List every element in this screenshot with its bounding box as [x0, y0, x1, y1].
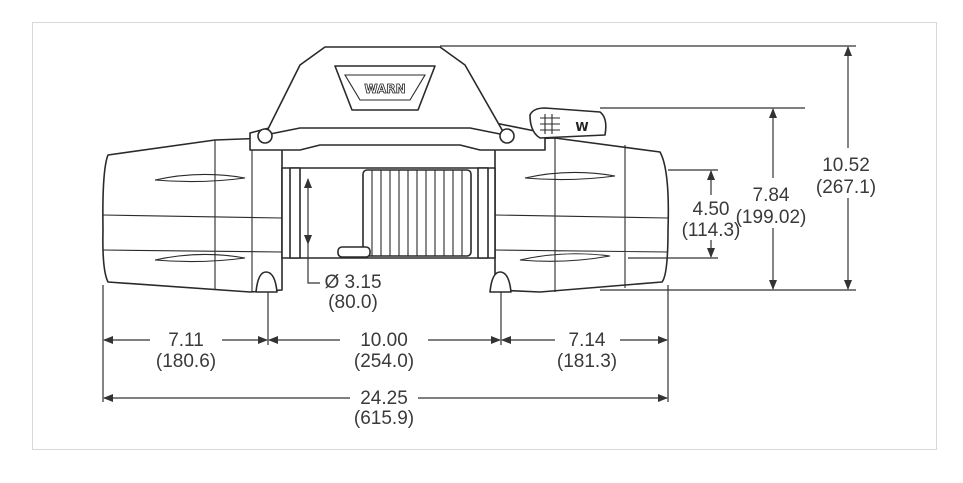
drum-diameter-mm: (80.0) [328, 292, 378, 313]
right-foot [489, 271, 512, 293]
bolt [499, 128, 515, 144]
left-foot [255, 271, 278, 293]
drum-width-mm: (254.0) [354, 351, 414, 372]
overall-height-mm: (267.1) [816, 177, 876, 198]
right-width-mm: (181.3) [557, 351, 617, 372]
overall-width-mm: (615.9) [354, 408, 414, 429]
drum-width-in: 10.00 [360, 330, 408, 351]
drawing-frame [32, 22, 937, 450]
overall-height-in: 10.52 [822, 155, 870, 176]
mount-height-in: 7.84 [753, 185, 790, 206]
dimension-labels: 10.52 (267.1) 7.84 (199.02) 4.50 (114.3)… [156, 155, 876, 429]
overall-width-in: 24.25 [360, 388, 408, 409]
control-remote [529, 107, 607, 139]
rope-hook [337, 246, 371, 258]
right-width-in: 7.14 [569, 330, 606, 351]
mount-height-mm: (199.02) [736, 207, 807, 228]
winch-illustration: WARN W [102, 46, 670, 293]
warn-logo: WARN [364, 82, 405, 96]
remote-logo: W [575, 120, 588, 134]
foot-height-in: 4.50 [693, 199, 730, 220]
foot-height-mm: (114.3) [682, 220, 741, 241]
drum-diameter-in: Ø 3.15 [324, 272, 381, 293]
wire-rope [362, 169, 472, 257]
dimension-lines [102, 45, 856, 402]
bolt [257, 128, 273, 144]
left-width-in: 7.11 [168, 330, 204, 351]
left-width-mm: (180.6) [156, 351, 216, 372]
